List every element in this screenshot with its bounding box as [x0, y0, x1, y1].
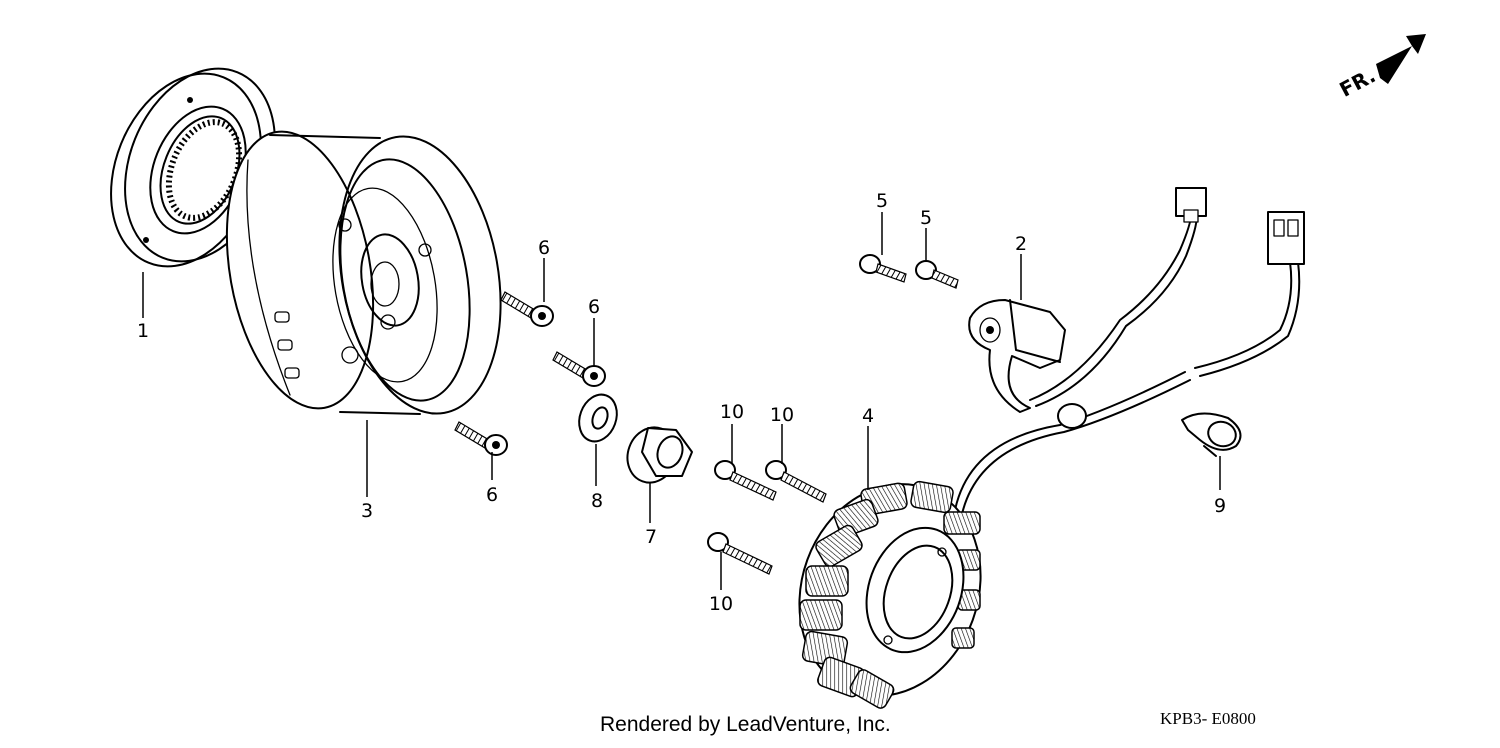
part-8-washer [578, 393, 618, 443]
callout-10-top-left: 10 [720, 401, 744, 423]
callout-5-left: 5 [876, 190, 888, 212]
part-10-bolt-top-left [714, 460, 777, 501]
callout-9: 9 [1214, 495, 1226, 517]
part-6-bolt-middle [552, 351, 606, 387]
diagram-code: KPB3- E0800 [1160, 709, 1256, 728]
render-credit: Rendered by LeadVenture, Inc. [600, 713, 891, 736]
callout-4: 4 [862, 405, 874, 427]
part-10-bolt-bottom [707, 532, 773, 575]
callout-6-upper: 6 [538, 237, 550, 259]
part-4-stator [798, 211, 1305, 709]
callout-2: 2 [1015, 233, 1027, 255]
callout-3: 3 [361, 500, 373, 522]
leader-lines [142, 212, 1221, 590]
callout-labels: 1 2 3 4 5 5 6 6 6 7 8 9 10 10 10 [137, 190, 1226, 615]
part-6-bolt-lower [454, 421, 508, 456]
part-7-flange-nut [626, 426, 693, 484]
callout-10-top-right: 10 [770, 404, 794, 426]
front-direction-label: FR. [1335, 63, 1379, 102]
callout-7: 7 [645, 526, 657, 548]
callout-5-right: 5 [920, 207, 932, 229]
callout-10-bottom: 10 [709, 593, 733, 615]
front-arrow-icon [1376, 34, 1426, 84]
part-9-wire-clamp [1181, 412, 1242, 457]
part-5-bolt-right [915, 260, 959, 289]
part-5-bolt-left [859, 254, 907, 283]
callout-6-middle: 6 [588, 296, 600, 318]
callout-6-lower: 6 [486, 484, 498, 506]
callout-8: 8 [591, 490, 603, 512]
part-6-bolt-upper [500, 291, 554, 327]
part-10-bolt-top-right [765, 460, 827, 503]
part-3-flywheel [225, 130, 502, 415]
front-direction-arrow: FR. [1335, 34, 1426, 102]
part-2-pulse-generator [968, 187, 1207, 413]
callout-1: 1 [137, 320, 149, 342]
